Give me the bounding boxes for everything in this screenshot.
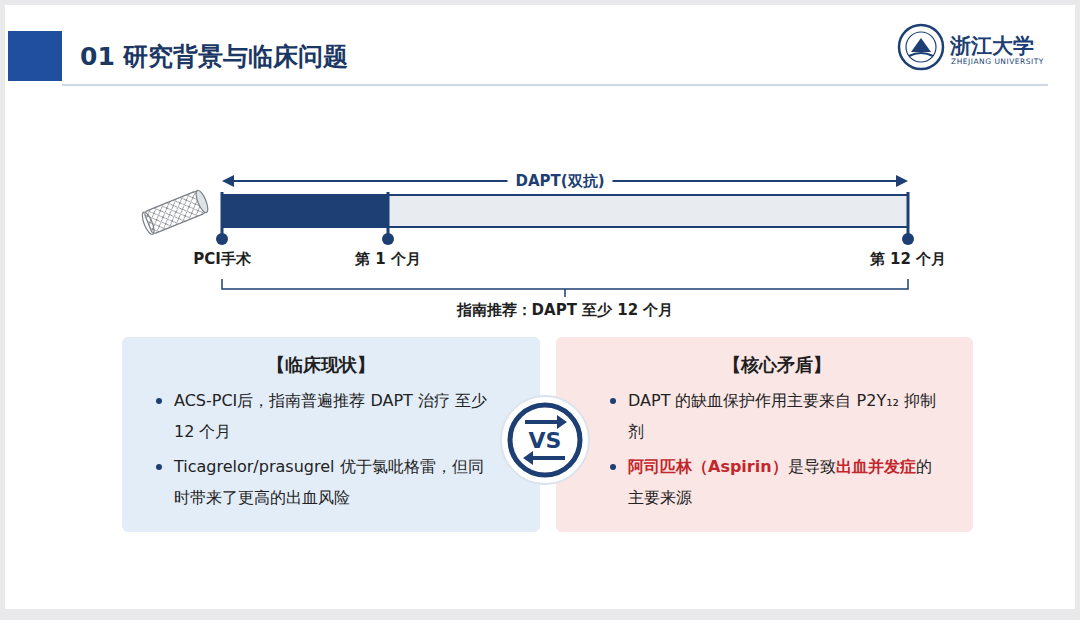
- highlight-text: 阿司匹林（Aspirin）: [628, 457, 788, 476]
- bullet-item: Ticagrelor/prasugrel 优于氯吡格雷，但同 时带来了更高的出血…: [154, 451, 488, 513]
- bullet-dot: [156, 464, 162, 470]
- panel-heading: 【核心矛盾】: [608, 353, 945, 377]
- university-name: 浙江大学: [950, 32, 1034, 60]
- timepoint-label: 第 1 个月: [355, 250, 421, 269]
- versus-text: VS: [499, 394, 591, 486]
- highlight-text: 出血并发症: [836, 457, 916, 476]
- bullet-text: DAPT 的缺血保护作用主要来自 P2Y₁₂ 抑制剂: [628, 391, 936, 441]
- bullet-text: ACS-PCI后，指南普遍推荐 DAPT 治疗 至少 12 个月: [174, 391, 487, 441]
- conflict-panel: 【核心矛盾】 DAPT 的缺血保护作用主要来自 P2Y₁₂ 抑制剂阿司匹林（Asp…: [556, 337, 973, 532]
- timepoint-label: PCI手术: [193, 250, 251, 269]
- timepoint-label: 第 12 个月: [870, 250, 946, 269]
- timeline-bar: [216, 192, 914, 245]
- guideline-bracket: [222, 279, 908, 297]
- university-name-en: ZHEJIANG UNIVERSITY: [951, 57, 1044, 66]
- slide-title: 01 研究背景与临床问题: [80, 40, 349, 73]
- bullet-item: DAPT 的缺血保护作用主要来自 P2Y₁₂ 抑制剂: [608, 385, 945, 447]
- bullet-dot: [156, 398, 162, 404]
- bullet-dot: [610, 398, 616, 404]
- bullet-item: 阿司匹林（Aspirin）是导致出血并发症的 主要来源: [608, 451, 945, 513]
- stent-illustration: [140, 189, 210, 236]
- bullet-text: 是导致: [788, 457, 836, 476]
- bullet-text: Ticagrelor/prasugrel 优于氯吡格雷，但同 时带来了更高的出血…: [174, 457, 484, 507]
- status-panel: 【临床现状】 ACS-PCI后，指南普遍推荐 DAPT 治疗 至少 12 个月 Ti…: [122, 337, 540, 532]
- span-label: DAPT(双抗): [508, 172, 613, 191]
- bullet-dot: [610, 464, 616, 470]
- guideline-label: 指南推荐：DAPT 至少 12 个月: [457, 301, 674, 320]
- panel-heading: 【临床现状】: [154, 353, 488, 377]
- university-emblem: [899, 25, 943, 69]
- header-rule: [62, 85, 1048, 86]
- header-block: [8, 31, 62, 81]
- bullet-item: ACS-PCI后，指南普遍推荐 DAPT 治疗 至少 12 个月: [154, 385, 488, 447]
- versus-badge: VS: [499, 394, 591, 486]
